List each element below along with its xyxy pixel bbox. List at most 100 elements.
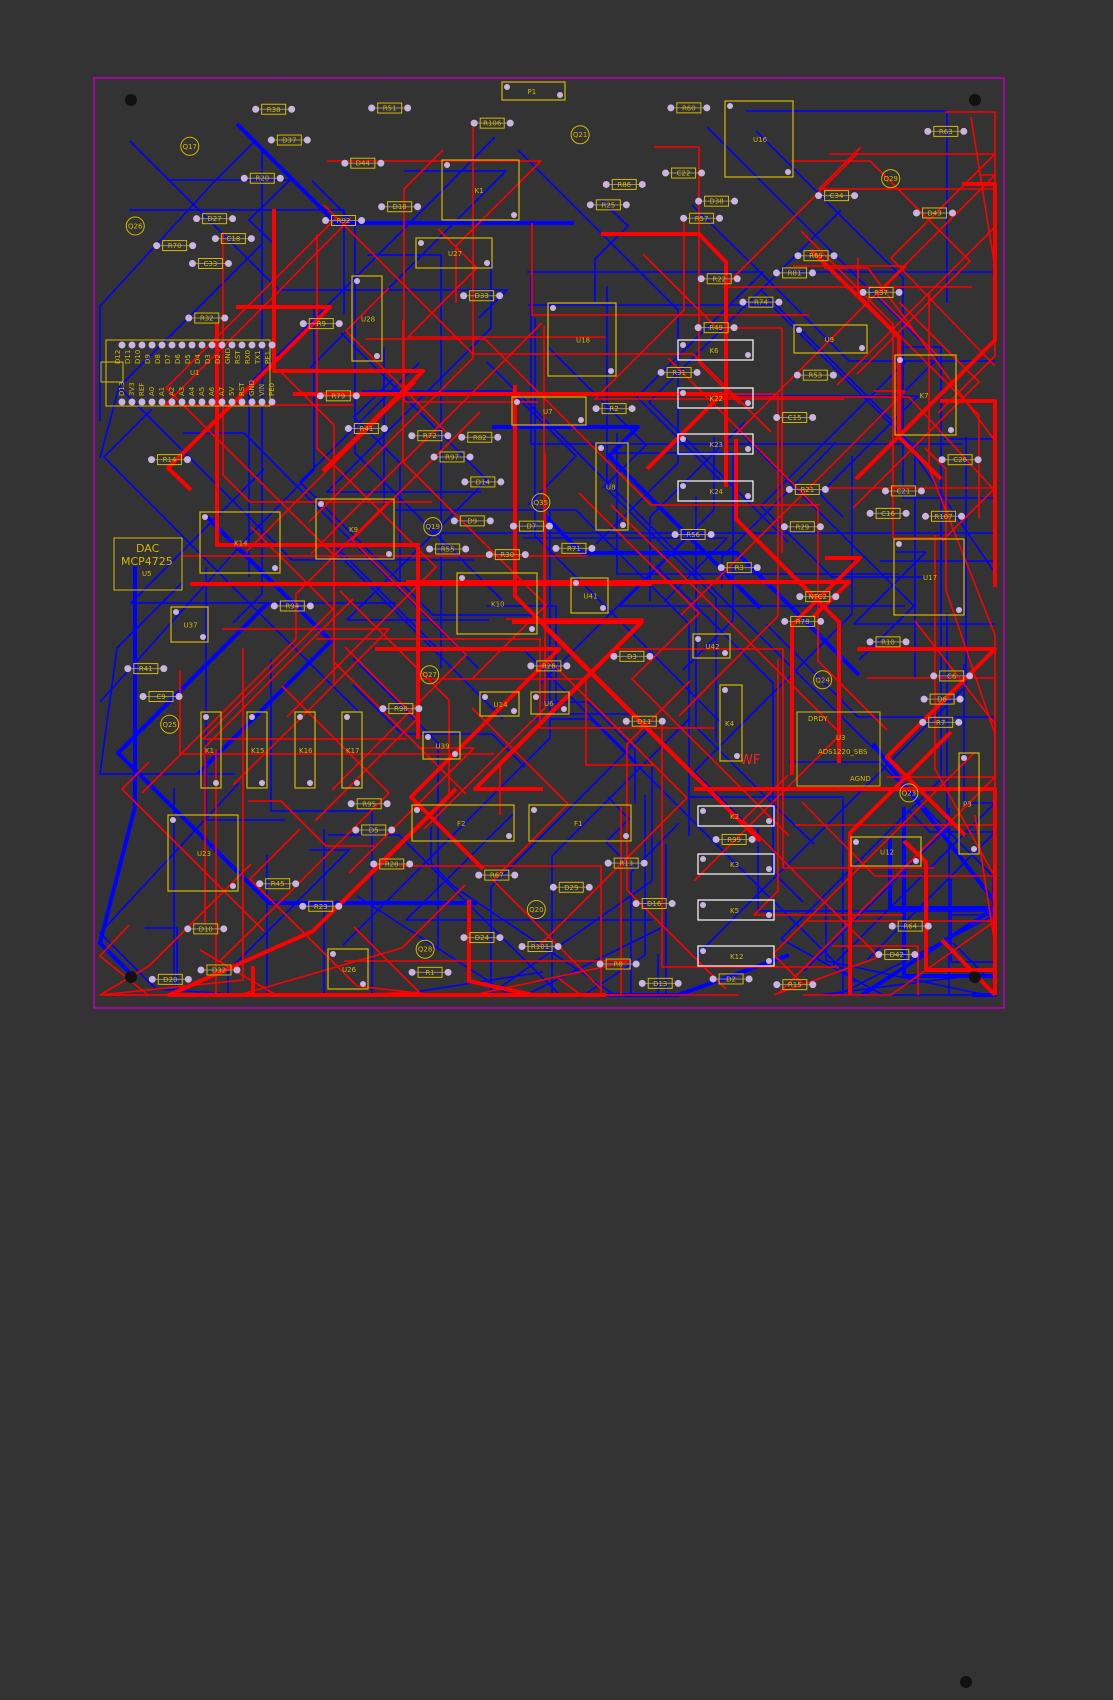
part-r82[interactable]: R82 <box>458 431 502 443</box>
part-q27[interactable]: Q27 <box>420 665 440 685</box>
part-d18[interactable]: D18 <box>378 201 422 213</box>
part-r56[interactable]: R56 <box>671 528 715 540</box>
arduino-header-u1[interactable]: D12D13D113V3D10REFD9A0D8A1D7A2D6A3D5A4D4… <box>100 339 276 407</box>
part-q25[interactable]: Q25 <box>160 714 180 734</box>
part-q20[interactable]: Q20 <box>526 900 546 920</box>
part-c18[interactable]: C18 <box>211 233 255 245</box>
part-r78[interactable]: R78 <box>781 615 825 627</box>
component-u41[interactable]: U41 <box>570 577 609 614</box>
part-d20[interactable]: D20 <box>148 973 192 985</box>
part-r64[interactable]: R64 <box>888 920 932 932</box>
part-r86[interactable]: R86 <box>602 178 646 190</box>
part-r23[interactable]: R23 <box>299 900 343 912</box>
component-u23[interactable]: U23 <box>167 814 239 892</box>
component-k1[interactable]: K1 <box>441 159 520 221</box>
component-u17[interactable]: U17 <box>893 538 965 616</box>
part-d10[interactable]: D10 <box>184 923 228 935</box>
part-r14[interactable]: R14 <box>147 454 191 466</box>
part-r94[interactable]: R94 <box>270 600 314 612</box>
part-c34[interactable]: C34 <box>815 190 859 202</box>
part-q24[interactable]: Q24 <box>813 670 833 690</box>
component-u42[interactable]: U42 <box>692 633 731 659</box>
part-r63[interactable]: R63 <box>924 125 968 137</box>
component-k10[interactable]: K10 <box>456 572 538 635</box>
part-r30[interactable]: R30 <box>485 549 529 561</box>
part-r20[interactable]: R20 <box>240 172 284 184</box>
part-c9[interactable]: C9 <box>139 691 183 703</box>
part-c22[interactable]: C22 <box>662 167 706 179</box>
part-q19[interactable]: Q19 <box>423 517 443 537</box>
part-q23[interactable]: Q23 <box>899 783 919 803</box>
component-u18[interactable]: U18 <box>547 302 617 377</box>
part-r97[interactable]: R97 <box>430 451 474 463</box>
component-u16[interactable]: U16 <box>724 100 794 178</box>
part-r45[interactable]: R45 <box>256 878 300 890</box>
part-d16[interactable]: D16 <box>632 898 676 910</box>
part-r31[interactable]: R31 <box>657 366 701 378</box>
part-d33[interactable]: D33 <box>460 290 504 302</box>
part-q29[interactable]: Q29 <box>881 169 901 189</box>
component-k14[interactable]: K14 <box>199 511 281 574</box>
part-r28[interactable]: R28 <box>370 858 414 870</box>
part-r41[interactable]: R41 <box>344 423 388 435</box>
part-r21[interactable]: R21 <box>785 483 829 495</box>
component-k16[interactable]: K16 <box>294 711 316 789</box>
part-d7[interactable]: D7 <box>509 520 553 532</box>
component-k15[interactable]: K15 <box>246 711 268 789</box>
part-r10[interactable]: R10 <box>866 636 910 648</box>
part-r70[interactable]: R70 <box>153 240 197 252</box>
part-d13[interactable]: D13 <box>638 977 682 989</box>
part-r99[interactable]: R99 <box>712 833 756 845</box>
component-u6[interactable]: U6 <box>530 691 570 715</box>
part-c16[interactable]: C16 <box>866 507 910 519</box>
part-c21[interactable]: C21 <box>881 485 925 497</box>
component-p1[interactable]: P1 <box>501 81 566 101</box>
component-k24[interactable]: K24 <box>677 480 754 502</box>
part-r92[interactable]: R92 <box>322 214 366 226</box>
part-d29[interactable]: D29 <box>549 881 593 893</box>
component-k23[interactable]: K23 <box>677 433 754 455</box>
part-d2[interactable]: D2 <box>709 973 753 985</box>
part-r67[interactable]: R67 <box>475 869 519 881</box>
adc-ads1220-module[interactable]: DRDY U3 ADS1220_SBS AGND <box>796 711 881 787</box>
part-r7[interactable]: R7 <box>919 716 963 728</box>
component-u9[interactable]: U9 <box>793 324 868 354</box>
part-r72[interactable]: R72 <box>408 430 452 442</box>
part-r9[interactable]: R9 <box>299 318 343 330</box>
part-d38[interactable]: D38 <box>695 195 739 207</box>
component-k12[interactable]: K12 <box>697 945 775 967</box>
part-r32[interactable]: R32 <box>185 312 229 324</box>
part-d43[interactable]: D43 <box>913 207 957 219</box>
component-u28[interactable]: U28 <box>351 275 383 362</box>
part-r3[interactable]: R3 <box>717 562 761 574</box>
component-k5[interactable]: K5 <box>697 899 775 921</box>
component-k1[interactable]: K1 <box>200 711 222 789</box>
component-u37[interactable]: U37 <box>170 606 209 643</box>
part-r69[interactable]: R69 <box>794 250 838 262</box>
part-r51[interactable]: R51 <box>368 102 412 114</box>
dac-mcp4725-module[interactable]: DAC MCP4725 U5 <box>113 537 183 591</box>
component-u7[interactable]: U7 <box>511 396 587 426</box>
part-r107[interactable]: R107 <box>922 510 966 522</box>
component-p3[interactable]: P3 <box>958 752 980 855</box>
part-d32[interactable]: D32 <box>197 964 241 976</box>
part-r1[interactable]: R1 <box>408 966 452 978</box>
part-ntc2[interactable]: NTC2 <box>796 591 840 603</box>
part-r13[interactable]: R13 <box>604 857 648 869</box>
part-r53[interactable]: R53 <box>793 369 837 381</box>
part-r71[interactable]: R71 <box>552 542 596 554</box>
part-q26[interactable]: Q26 <box>125 216 145 236</box>
part-d9[interactable]: D9 <box>450 515 494 527</box>
component-k6[interactable]: K6 <box>677 339 754 361</box>
part-r57[interactable]: R57 <box>680 212 724 224</box>
part-d42[interactable]: D42 <box>875 949 919 961</box>
part-d44[interactable]: D44 <box>341 157 385 169</box>
component-u12[interactable]: U12 <box>850 836 922 867</box>
part-d27[interactable]: D27 <box>193 213 237 225</box>
part-r74[interactable]: R74 <box>739 296 783 308</box>
part-d5[interactable]: D5 <box>352 824 396 836</box>
part-r95[interactable]: R95 <box>347 798 391 810</box>
component-k2[interactable]: K2 <box>697 805 775 827</box>
part-d6[interactable]: D6 <box>920 693 964 705</box>
